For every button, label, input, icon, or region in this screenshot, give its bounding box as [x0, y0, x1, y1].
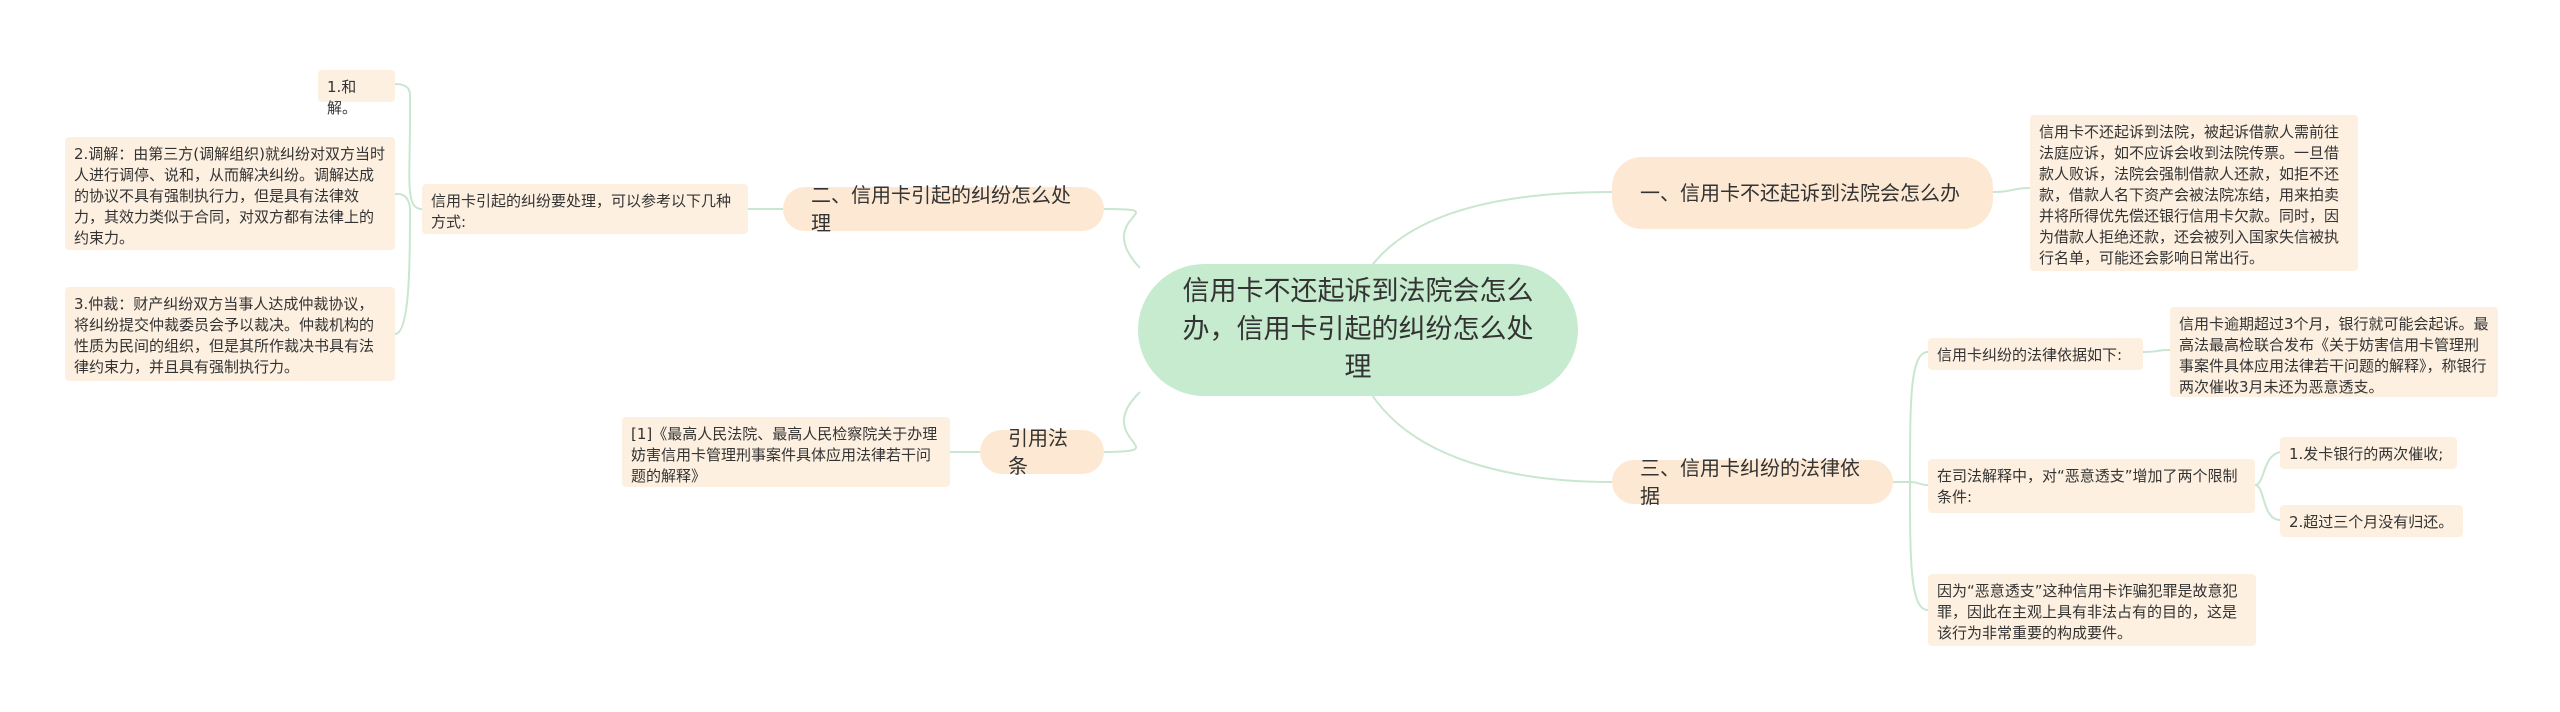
root-topic-text: 信用卡不还起诉到法院会怎么办，信用卡引起的纠纷怎么处理 — [1182, 276, 1534, 383]
branch-node-legal-basis[interactable]: 三、信用卡纠纷的法律依据 — [1612, 456, 1893, 508]
branch-node-dispute[interactable]: 二、信用卡引起的纠纷怎么处理 — [783, 183, 1104, 235]
connector-interp-conditions — [2254, 451, 2281, 486]
leaf-text: 3.仲裁：财产纠纷双方当事人达成仲裁协议，将纠纷提交仲裁委员会予以裁决。仲裁机构… — [74, 295, 375, 376]
leaf-intent[interactable]: 因为“恶意透支”这种信用卡诈骗犯罪是故意犯罪，因此在主观上具有非法占有的目的，这… — [1928, 574, 2256, 646]
leaf-basis-intro[interactable]: 信用卡纠纷的法律依据如下: — [1928, 338, 2143, 370]
connector-b3-interp — [1909, 481, 1929, 486]
branch-node-citation[interactable]: 引用法条 — [980, 426, 1104, 478]
leaf-text: 因为“恶意透支”这种信用卡诈骗犯罪是故意犯罪，因此在主观上具有非法占有的目的，这… — [1937, 582, 2238, 642]
leaf-text: 信用卡纠纷的法律依据如下: — [1937, 346, 2123, 364]
root-topic[interactable]: 信用卡不还起诉到法院会怎么办，信用卡引起的纠纷怎么处理 — [1138, 264, 1578, 396]
leaf-text: 在司法解释中，对“恶意透支”增加了两个限制条件: — [1937, 467, 2238, 506]
leaf-condition-2[interactable]: 2.超过三个月没有归还。 — [2280, 505, 2463, 537]
connector-root-b3 — [1369, 391, 1613, 483]
connector-b3-basis — [1909, 351, 1929, 483]
connector-intro-item2 — [394, 208, 411, 335]
leaf-text: 信用卡引起的纠纷要处理，可以参考以下几种方式: — [431, 192, 732, 231]
leaf-method-settle[interactable]: 1.和解。 — [318, 70, 395, 117]
connector-root-b4 — [1103, 391, 1141, 453]
leaf-method-mediate[interactable]: 2.调解：由第三方(调解组织)就纠纷对双方当时人进行调停、说和，从而解决纠纷。调… — [65, 137, 395, 250]
leaf-text: 信用卡逾期超过3个月，银行就可能会起诉。最高法最高检联合发布《关于妨害信用卡管理… — [2179, 315, 2489, 396]
leaf-text: 1.和解。 — [327, 78, 358, 117]
connector-root-b2 — [1103, 208, 1141, 269]
connector-intro-item1 — [394, 192, 411, 210]
leaf-citation-ref[interactable]: [1]《最高人民法院、最高人民检察院关于办理妨害信用卡管理刑事案件具体应用法律若… — [622, 417, 950, 487]
leaf-interp-intro[interactable]: 在司法解释中，对“恶意透支”增加了两个限制条件: — [1928, 459, 2255, 513]
branch-label: 三、信用卡纠纷的法律依据 — [1640, 456, 1860, 508]
connector-root-b1 — [1369, 191, 1613, 269]
leaf-dispute-intro[interactable]: 信用卡引起的纠纷要处理，可以参考以下几种方式: — [422, 184, 748, 234]
leaf-text: 信用卡不还起诉到法院，被起诉借款人需前往法庭应诉，如不应诉会收到法院传票。一旦借… — [2039, 123, 2340, 267]
leaf-condition-1[interactable]: 1.发卡银行的两次催收; — [2280, 437, 2457, 469]
branch-node-court[interactable]: 一、信用卡不还起诉到法院会怎么办 — [1612, 157, 1993, 229]
branch-label: 一、信用卡不还起诉到法院会怎么办 — [1640, 181, 1960, 205]
connector-b1-detail — [1992, 187, 2031, 193]
leaf-basis-detail[interactable]: 信用卡逾期超过3个月，银行就可能会起诉。最高法最高检联合发布《关于妨害信用卡管理… — [2170, 307, 2498, 397]
connector-intro-items — [394, 83, 423, 210]
connector-basis-detail — [2142, 349, 2171, 353]
branch-label: 二、信用卡引起的纠纷怎么处理 — [811, 183, 1071, 235]
leaf-court-detail[interactable]: 信用卡不还起诉到法院，被起诉借款人需前往法庭应诉，如不应诉会收到法院传票。一旦借… — [2030, 115, 2358, 271]
connector-b3-intent — [1909, 481, 1929, 611]
leaf-method-arbitrate[interactable]: 3.仲裁：财产纠纷双方当事人达成仲裁协议，将纠纷提交仲裁委员会予以裁决。仲裁机构… — [65, 287, 395, 381]
leaf-text: 2.超过三个月没有归还。 — [2289, 513, 2454, 531]
leaf-text: [1]《最高人民法院、最高人民检察院关于办理妨害信用卡管理刑事案件具体应用法律若… — [631, 425, 938, 485]
connector-interp-cond2 — [2254, 484, 2281, 521]
leaf-text: 1.发卡银行的两次催收; — [2289, 445, 2444, 463]
leaf-text: 2.调解：由第三方(调解组织)就纠纷对双方当时人进行调停、说和，从而解决纠纷。调… — [74, 145, 386, 247]
branch-label: 引用法条 — [1008, 426, 1068, 478]
